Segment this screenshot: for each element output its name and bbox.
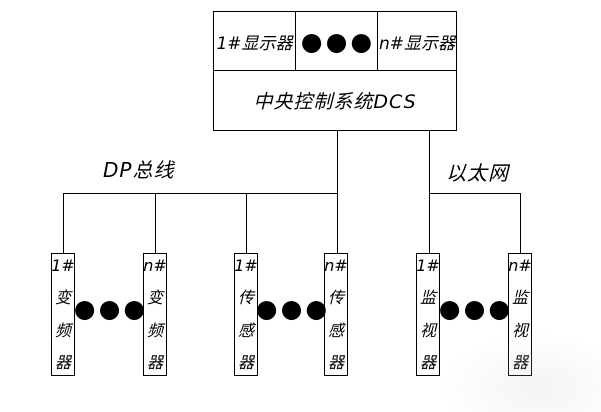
device-line: 器	[327, 352, 344, 372]
display-row: 1#显示器 ●●● n#显示器	[214, 12, 456, 71]
sensor-ellipsis-dots: ●●●	[255, 294, 331, 323]
connector-dcs-to-ethernet	[429, 131, 430, 253]
device-line: 变	[54, 288, 71, 308]
central-system-title-row: 中央控制系统DCS	[214, 71, 456, 130]
device-line: 1#	[234, 256, 258, 275]
device-line: 视	[419, 320, 436, 340]
device-line: 器	[419, 352, 436, 372]
connector-dcs-to-dp-bus	[337, 131, 338, 253]
converter-ellipsis-dots: ●●●	[73, 294, 149, 323]
display-n-cell: n#显示器	[378, 12, 456, 70]
device-line: 频	[146, 320, 163, 340]
device-box-converter-1: 1# 变 频 器	[51, 253, 75, 376]
device-line: 器	[237, 352, 254, 372]
device-box-converter-n: n# 变 频 器	[143, 253, 167, 376]
device-line: n#	[508, 256, 532, 275]
device-box-monitor-1: 1# 监 视 器	[416, 253, 440, 376]
device-line: 器	[511, 352, 528, 372]
device-line: n#	[143, 256, 167, 275]
device-line: 视	[511, 320, 528, 340]
device-line: n#	[324, 256, 348, 275]
drop-to-converter-n	[155, 193, 156, 253]
device-box-monitor-n: n# 监 视 器	[508, 253, 532, 376]
device-line: 1#	[416, 256, 440, 275]
drop-to-sensor-1	[246, 193, 247, 253]
device-line: 监	[511, 288, 528, 308]
monitor-ellipsis-dots: ●●●	[438, 294, 514, 323]
device-box-sensor-n: n# 传 感 器	[324, 253, 348, 376]
device-line: 1#	[51, 256, 75, 275]
ethernet-line	[429, 193, 520, 194]
ethernet-label: 以太网	[446, 161, 509, 185]
drop-to-converter-1	[63, 193, 64, 253]
display-n-label: n#显示器	[378, 33, 456, 54]
device-line: 变	[146, 288, 163, 308]
device-line: 传	[237, 288, 254, 308]
device-line: 感	[237, 320, 254, 340]
device-line: 传	[327, 288, 344, 308]
device-line: 监	[419, 288, 436, 308]
display-ellipsis-dots: ●●●	[300, 26, 376, 56]
central-control-box: 1#显示器 ●●● n#显示器 中央控制系统DCS	[213, 11, 457, 131]
device-line: 器	[54, 352, 71, 372]
display-ellipsis-cell: ●●●	[296, 12, 378, 70]
dp-bus-line	[63, 193, 337, 194]
display-1-label: 1#显示器	[216, 33, 293, 54]
central-system-title: 中央控制系统DCS	[253, 91, 417, 113]
display-1-cell: 1#显示器	[214, 12, 296, 70]
device-line: 频	[54, 320, 71, 340]
drop-to-monitor-n	[520, 193, 521, 253]
device-line: 器	[146, 352, 163, 372]
device-box-sensor-1: 1# 传 感 器	[234, 253, 258, 376]
dp-bus-label: DP总线	[103, 158, 175, 182]
device-line: 感	[327, 320, 344, 340]
